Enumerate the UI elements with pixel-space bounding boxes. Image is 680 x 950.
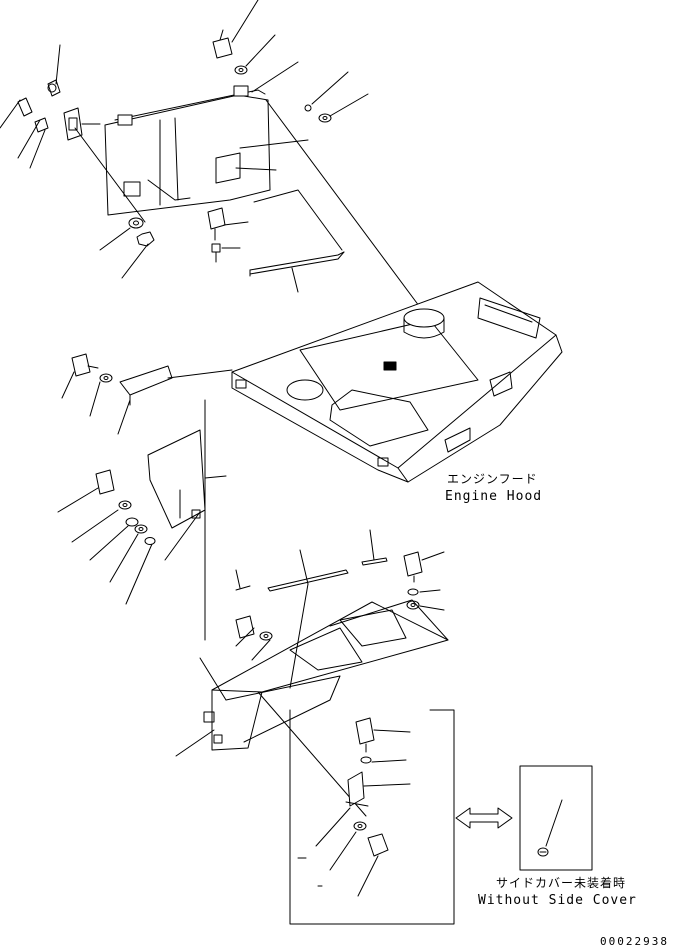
- bolt-washer-mid: [235, 615, 273, 641]
- engine-hood: [231, 281, 563, 483]
- drawing-number: 00022938: [600, 935, 669, 948]
- stay-rod: [249, 251, 345, 277]
- side-bracket: [147, 429, 206, 529]
- leader-lines-mid: [57, 371, 227, 641]
- washer-nut-left: [128, 217, 155, 247]
- without-cover-box: [519, 765, 593, 871]
- lower-cover-plate: [203, 599, 449, 751]
- without-cover-label-en: Without Side Cover: [478, 893, 637, 908]
- latch-bracket: [63, 107, 101, 141]
- side-cover-panel: [104, 85, 271, 216]
- engine-hood-label-en: Engine Hood: [445, 489, 543, 504]
- double-arrow-icon: [455, 807, 513, 829]
- upper-bracket: [119, 365, 233, 406]
- leader-lines-top: [0, 0, 429, 319]
- rubber-strips: [235, 557, 388, 592]
- bolts-washers-left-mid: [95, 469, 156, 545]
- detail-box-mounting: [289, 709, 455, 925]
- bolts-right: [403, 551, 423, 610]
- leader-lines-lower: [175, 529, 445, 817]
- without-cover-label-jp: サイドカバー未装着時: [496, 876, 627, 890]
- top-bolt-and-washer: [212, 29, 248, 75]
- bolt-washer-left: [71, 353, 113, 383]
- engine-hood-label-jp: エンジンフード: [447, 472, 538, 486]
- small-pin-washer: [304, 104, 332, 123]
- center-bolt-and-clip: [207, 207, 226, 263]
- latch-parts: [17, 79, 61, 133]
